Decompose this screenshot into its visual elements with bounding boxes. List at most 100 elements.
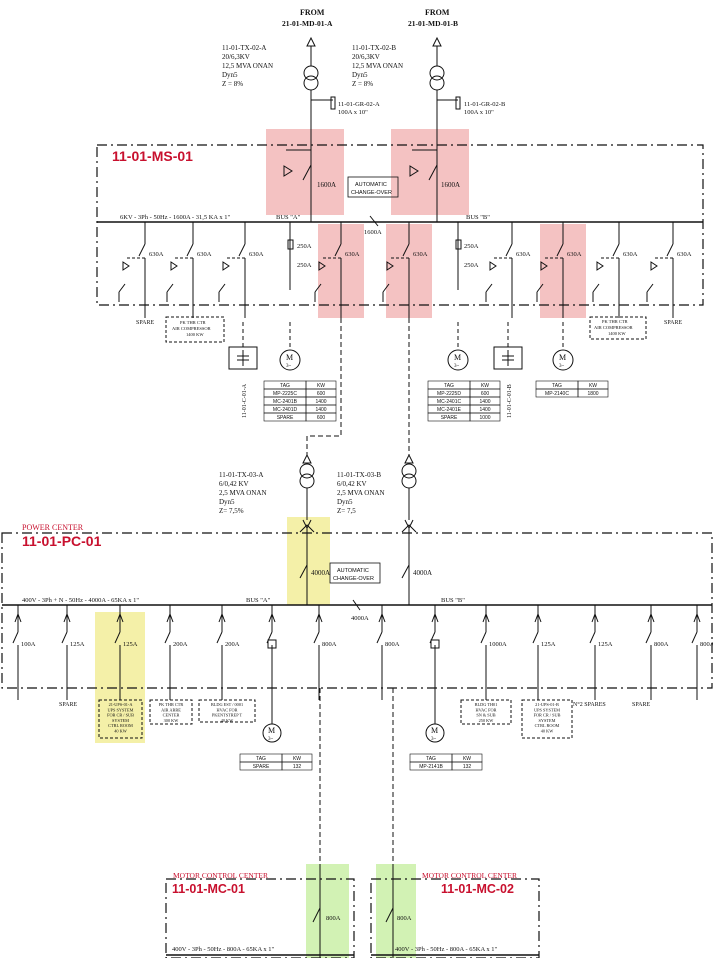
highlight-pc-incomer-a <box>287 517 330 605</box>
pc-load-box <box>198 699 256 723</box>
ms-feeder-rating: 630A <box>516 251 531 258</box>
pc-load-box <box>98 699 143 739</box>
pc-feeder-breaker <box>114 631 121 644</box>
pc-feeder-breaker <box>12 631 19 644</box>
pc-feeder-breaker <box>645 631 652 644</box>
table-cell <box>577 388 609 398</box>
lv-transformers <box>299 453 417 605</box>
tx03a-voltage: 6/0,42 KV <box>219 480 249 488</box>
ms-feeder-relay <box>596 261 604 271</box>
tx03a-rating: 2,5 MVA ONAN <box>219 489 267 497</box>
ms01-bus-a: BUS "A" <box>276 214 301 221</box>
pc-feeder-rating: 800A <box>654 641 669 648</box>
pc-load-box-text: BLDG EST / 0001 <box>211 702 243 707</box>
tx03b-voltage: 6/0,42 KV <box>337 480 367 488</box>
table-header: TAG <box>256 756 266 762</box>
ms01-box-left: PK THR CTR AIR COMPRESSOR 1400 KW <box>165 316 225 343</box>
pc-feeder <box>61 605 71 700</box>
pc-load-box-text: 21-UPS-01-A <box>109 702 134 707</box>
tx02b-labels: 11-01-TX-02-B 20/6,3KV 12,5 MVA ONAN Dyn… <box>352 44 403 88</box>
pc-feeder-arrow <box>534 612 542 623</box>
table-cell-text: 132 <box>293 764 302 770</box>
table-cell-text: 1400 <box>479 399 490 405</box>
pc-feeder-rating: 800A <box>700 641 713 648</box>
tx02b-vector: Dyn5 <box>352 71 368 79</box>
pc01-bus-b: BUS "B" <box>441 597 465 604</box>
ms-feeder-breaker <box>556 243 564 257</box>
ms01-incomers <box>283 149 438 198</box>
tx02a-labels: 11-01-TX-02-A 20/6,3KV 12,5 MVA ONAN Dyn… <box>222 44 273 88</box>
pc-motor-b-circle <box>425 723 445 743</box>
pc01-bus-spec: 400V - 3Ph + N - 50Hz - 4000A - 65KA x 1… <box>22 597 139 604</box>
pc-feeder-breaker <box>480 631 487 644</box>
ms-feeder-breaker <box>238 243 246 257</box>
hv-incoming <box>303 36 461 222</box>
mc01-incomer-rating: 800A <box>326 915 341 922</box>
motor-a-m: M <box>286 353 293 362</box>
ms-feeder-breaker <box>334 243 342 257</box>
gr02a-rating: 100A x 10" <box>338 109 368 116</box>
mcc-incomers <box>166 864 539 958</box>
ms01-to-tx03a <box>306 318 342 455</box>
table-cell-text: SPARE <box>277 415 294 421</box>
ms01-spare-right: SPARE <box>664 320 682 326</box>
ms01-box-right-frame <box>589 316 647 340</box>
table-header: TAG <box>444 383 454 389</box>
ms-feeder-relay <box>122 261 130 271</box>
ms-feeder <box>218 222 246 318</box>
source-b-arrow <box>432 36 442 47</box>
ms-feeder-breaker <box>186 243 194 257</box>
table-cell-text: 1800 <box>587 391 598 397</box>
tx03b-arrow <box>404 453 414 464</box>
pc-feeder-breaker <box>216 631 223 644</box>
pc-contactor <box>267 639 277 649</box>
ms01-fuse-a-bottom: 250A <box>297 262 312 269</box>
motor-a-sub: 3~ <box>286 364 292 369</box>
pc01-incomer-b-rating: 4000A <box>413 569 432 577</box>
tx02b-tag: 11-01-TX-02-B <box>352 44 396 52</box>
ms01-incomer-b-rating: 1600A <box>441 181 460 189</box>
pc-feeder-breaker <box>61 631 68 644</box>
pc-motor-b-m: M <box>431 726 438 735</box>
pc-feeder <box>480 605 490 700</box>
section-boxes <box>1 144 713 959</box>
pc-load-box-text: 40 KW <box>114 729 127 734</box>
pc-feeder-arrow <box>315 612 323 623</box>
tx03a-tag: 11-01-TX-03-A <box>219 471 263 479</box>
tx02a-tag: 11-01-TX-02-A <box>222 44 266 52</box>
cap-a-tag: 11-01-C-01-A <box>242 383 248 418</box>
tx03b-rating: 2,5 MVA ONAN <box>337 489 385 497</box>
ms-feeder-switch <box>592 283 600 293</box>
ms01-incomer-a-breaker <box>302 164 312 181</box>
pc-load-box <box>521 699 573 739</box>
table-cell-text: 132 <box>463 764 472 770</box>
table-cell-text: MC-2401C <box>437 399 462 405</box>
motor-b-m: M <box>454 353 461 362</box>
pc-load-box-text: SYSTEM <box>539 718 556 723</box>
ms01-ato-line1: AUTOMATIC <box>355 182 387 188</box>
pc-load-box-text: SN & SUB <box>476 713 495 718</box>
table-header: TAG <box>280 383 290 389</box>
table-cell-text: 1000 <box>479 415 490 421</box>
pc-motor-a-m: M <box>268 726 275 735</box>
ms-feeder <box>646 222 674 318</box>
ms-feeder-rating: 630A <box>149 251 164 258</box>
highlight-ms-incomer-b <box>391 129 469 215</box>
pc-feeder <box>691 605 701 700</box>
ms01-bus-spec: 6KV - 3Ph - 50Hz - 1600A - 31,5 KA x 1" <box>120 214 230 221</box>
table-cell-text: MP-2141B <box>419 764 443 770</box>
ms01-fuse-a-top: 250A <box>297 243 312 250</box>
tx03a-vector: Dyn5 <box>219 498 235 506</box>
pc-feeder-rating: 125A <box>70 641 85 648</box>
motor-c-circle <box>552 349 574 371</box>
ms01-incomer-b-breaker <box>428 164 438 181</box>
pc01-ato-line1: AUTOMATIC <box>337 568 369 574</box>
table-cell <box>281 761 313 771</box>
ms-feeder <box>536 222 564 318</box>
mc02-section: MOTOR CONTROL CENTER <box>422 871 517 880</box>
pc-feeder-rating: 200A <box>173 641 188 648</box>
